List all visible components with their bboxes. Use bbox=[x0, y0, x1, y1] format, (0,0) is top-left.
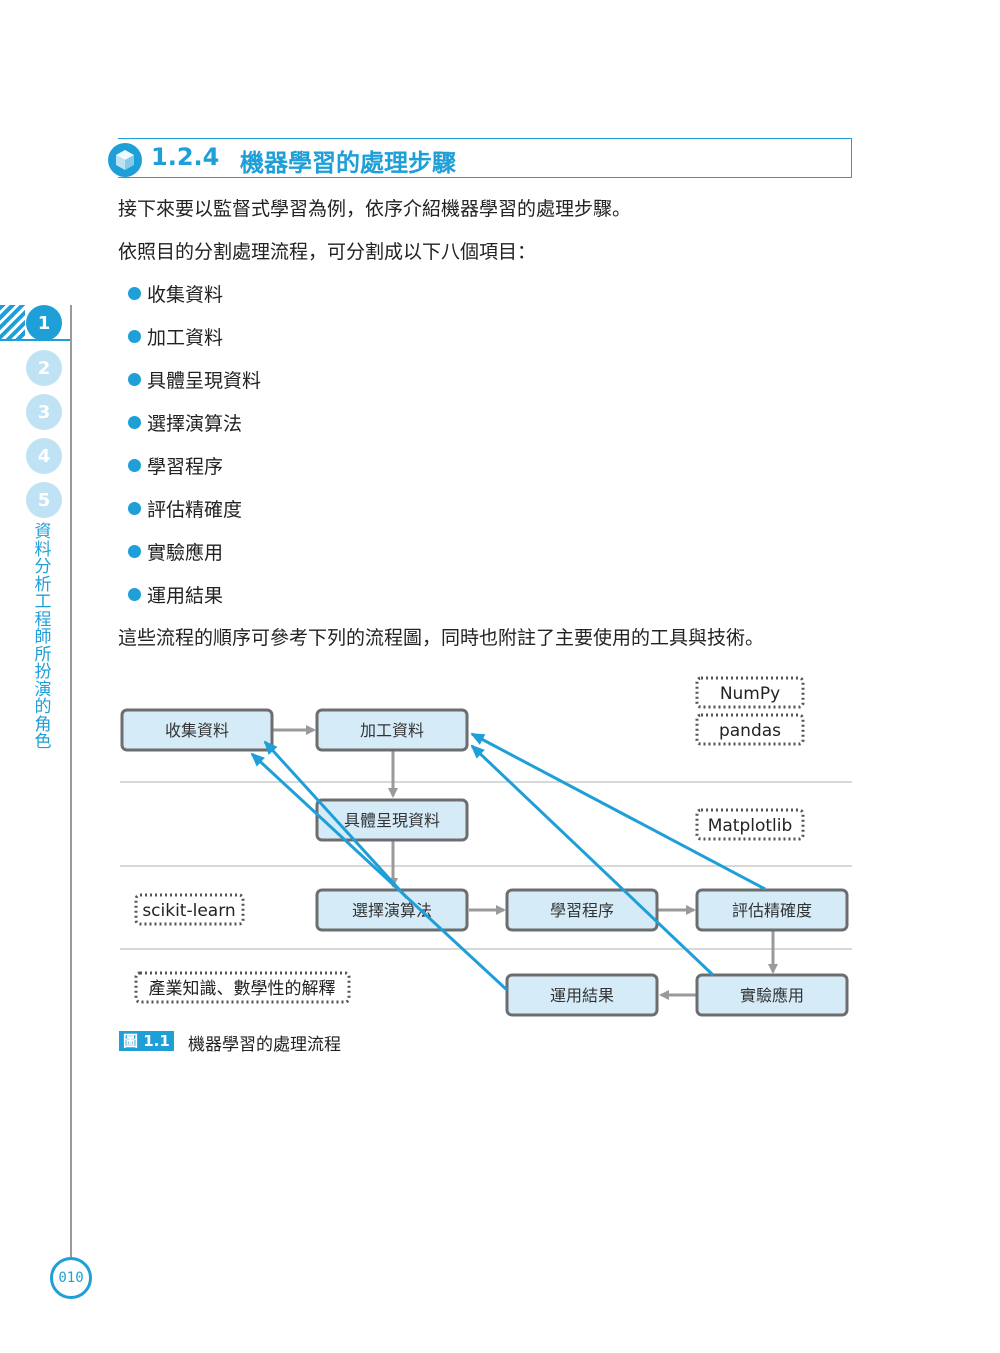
tool-tag-domain-knowledge-label: 產業知識、數學性的解釋 bbox=[149, 979, 336, 999]
section-number: 1.2.4 bbox=[151, 143, 220, 171]
figure-caption: 機器學習的處理流程 bbox=[188, 1035, 341, 1055]
tool-tag-sklearn-label: scikit-learn bbox=[142, 901, 235, 921]
section-title: 機器學習的處理步驟 bbox=[240, 149, 456, 177]
node-experiment-label: 實驗應用 bbox=[740, 986, 804, 1005]
cube-icon bbox=[108, 143, 142, 177]
list-item: 學習程序 bbox=[128, 452, 223, 479]
list-item: 實驗應用 bbox=[128, 538, 223, 565]
bullet-dot-icon bbox=[128, 502, 141, 515]
tool-tag-matplotlib: Matplotlib bbox=[695, 808, 805, 841]
chapter-rail-marker-line bbox=[0, 339, 72, 341]
list-item: 收集資料 bbox=[128, 280, 223, 307]
node-visualize-label: 具體呈現資料 bbox=[344, 811, 440, 830]
bullet-dot-icon bbox=[128, 416, 141, 429]
tool-tag-numpy: NumPy bbox=[695, 676, 805, 709]
node-evaluate: 評估精確度 bbox=[695, 888, 849, 932]
feedback-arrow-experiment-to-process bbox=[470, 744, 715, 977]
node-visualize: 具體呈現資料 bbox=[315, 798, 469, 842]
intro-paragraph: 接下來要以監督式學習為例，依序介紹機器學習的處理步驟。 bbox=[118, 198, 632, 220]
feedback-arrow-evaluate-to-process bbox=[470, 732, 766, 891]
tool-tag-domain-knowledge: 產業知識、數學性的解釋 bbox=[134, 971, 351, 1004]
list-item-text: 選擇演算法 bbox=[147, 413, 243, 435]
node-select-label: 選擇演算法 bbox=[352, 901, 432, 920]
feedback-arrow-apply-to-collect bbox=[250, 752, 509, 992]
tool-tag-sklearn: scikit-learn bbox=[134, 893, 245, 926]
list-item: 運用結果 bbox=[128, 581, 223, 608]
list-item: 具體呈現資料 bbox=[128, 366, 261, 393]
chapter-4-button[interactable]: 4 bbox=[26, 438, 62, 474]
bullet-dot-icon bbox=[128, 287, 141, 300]
list-item-text: 實驗應用 bbox=[147, 542, 224, 564]
list-item-text: 運用結果 bbox=[147, 585, 224, 607]
node-apply: 運用結果 bbox=[505, 973, 659, 1017]
list-item-text: 加工資料 bbox=[147, 327, 224, 349]
list-item-text: 評估精確度 bbox=[147, 499, 243, 521]
chapter-rail-line bbox=[70, 305, 72, 1265]
node-select: 選擇演算法 bbox=[315, 888, 469, 932]
list-item-text: 學習程序 bbox=[147, 456, 224, 478]
bullet-dot-icon bbox=[128, 588, 141, 601]
bullet-dot-icon bbox=[128, 545, 141, 558]
list-item: 加工資料 bbox=[128, 323, 223, 350]
chapter-rail-stripe bbox=[0, 305, 25, 341]
list-item: 選擇演算法 bbox=[128, 409, 242, 436]
chapter-5-button[interactable]: 5 bbox=[26, 482, 62, 518]
feedback-arrow-select-to-collect bbox=[263, 740, 409, 900]
chapter-title-vertical: 資料分析工程師所扮演的角色 bbox=[34, 522, 52, 752]
division-paragraph: 依照目的分割處理流程，可分割成以下八個項目： bbox=[118, 241, 537, 263]
list-item: 評估精確度 bbox=[128, 495, 242, 522]
figure-label-badge: 圖 1.1 bbox=[119, 1031, 174, 1051]
tool-tag-pandas-label: pandas bbox=[719, 721, 781, 741]
reference-paragraph: 這些流程的順序可參考下列的流程圖，同時也附註了主要使用的工具與技術。 bbox=[118, 627, 765, 649]
node-process-label: 加工資料 bbox=[360, 721, 424, 740]
node-apply-label: 運用結果 bbox=[550, 986, 614, 1005]
tool-tag-numpy-label: NumPy bbox=[720, 684, 780, 704]
page-number: 010 bbox=[50, 1257, 92, 1299]
chapter-1-button[interactable]: 1 bbox=[26, 305, 62, 341]
section-header-frame bbox=[118, 138, 852, 178]
node-learn: 學習程序 bbox=[505, 888, 659, 932]
chapter-2-button[interactable]: 2 bbox=[26, 350, 62, 386]
node-process: 加工資料 bbox=[315, 708, 469, 752]
list-item-text: 具體呈現資料 bbox=[147, 370, 262, 392]
node-experiment: 實驗應用 bbox=[695, 973, 849, 1017]
tool-tag-pandas: pandas bbox=[695, 713, 805, 746]
node-evaluate-label: 評估精確度 bbox=[732, 901, 812, 920]
bullet-dot-icon bbox=[128, 373, 141, 386]
list-item-text: 收集資料 bbox=[147, 284, 224, 306]
node-learn-label: 學習程序 bbox=[550, 901, 614, 920]
bullet-dot-icon bbox=[128, 459, 141, 472]
node-collect-label: 收集資料 bbox=[165, 721, 229, 740]
bullet-dot-icon bbox=[128, 330, 141, 343]
tool-tag-matplotlib-label: Matplotlib bbox=[708, 816, 793, 836]
chapter-3-button[interactable]: 3 bbox=[26, 394, 62, 430]
node-collect: 收集資料 bbox=[120, 708, 274, 752]
